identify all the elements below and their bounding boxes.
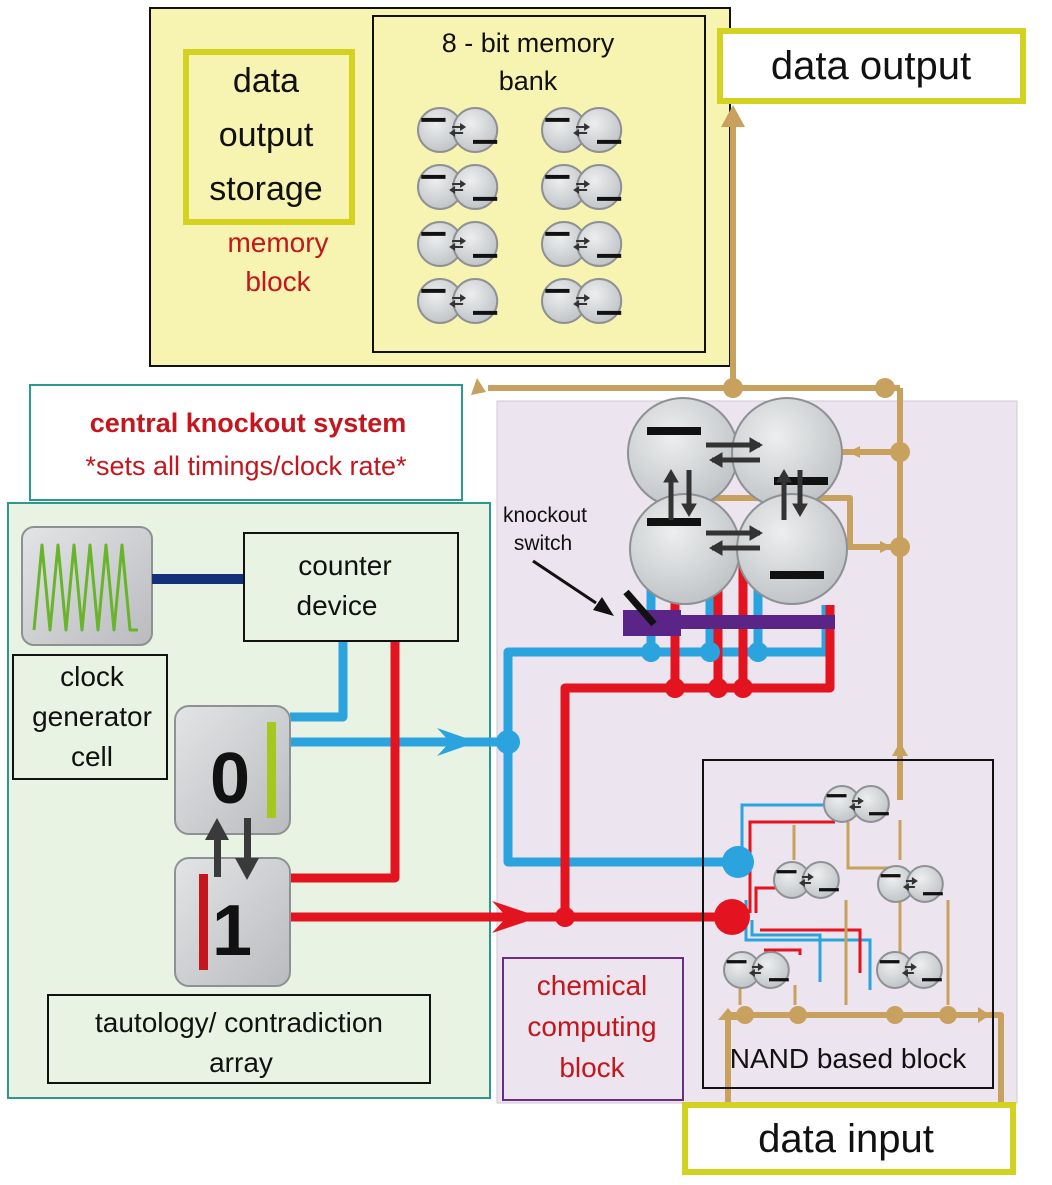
chemical-label-line-1: chemical xyxy=(537,970,647,1001)
tautology-label-line-2: array xyxy=(209,1047,273,1078)
state-zero-digit: 0 xyxy=(210,739,250,819)
nand-internal-wires xyxy=(738,803,950,1005)
data-output-label: data output xyxy=(771,44,971,88)
knockout-title-box xyxy=(29,384,463,501)
clock-label-line-2: generator xyxy=(32,701,152,732)
tautology-label-line-1: tautology/ contradiction xyxy=(95,1007,383,1038)
chemical-label-line-2: computing xyxy=(527,1011,656,1042)
storage-frame xyxy=(183,49,355,225)
counter-label-line-1: counter xyxy=(298,550,391,581)
storage-label-line-3: storage xyxy=(209,170,322,208)
data-wire-arrowheads xyxy=(471,105,990,1023)
state-zero-tile xyxy=(174,705,291,835)
tautology-label-box xyxy=(47,994,431,1084)
switch-label-line-1: knockout xyxy=(503,504,587,527)
nand-gate-cell xyxy=(773,861,840,899)
switch-label-line-2: switch xyxy=(514,532,572,555)
knockout-switch-lever xyxy=(623,589,657,627)
state-toggle-arrows xyxy=(205,818,259,880)
chemical-label-box xyxy=(502,957,684,1101)
memory-bit-cell xyxy=(417,164,499,210)
nand-gate-cell xyxy=(723,951,790,989)
storage-label-line-1: data xyxy=(233,62,299,100)
nand-gate-cell xyxy=(877,865,944,903)
data-input-box xyxy=(682,1102,1016,1175)
nand-block-frame xyxy=(702,759,994,1089)
knockout-switch-pointer-head xyxy=(593,597,614,616)
clock-label-box xyxy=(12,654,168,780)
memory-bank-frame xyxy=(372,15,706,353)
state-one-digit: 1 xyxy=(212,891,252,971)
knockout-subtitle: *sets all timings/clock rate* xyxy=(85,451,407,481)
memory-bit-cell xyxy=(541,107,623,153)
memory-block-label-line-1: memory xyxy=(227,227,328,258)
central-cell-cluster xyxy=(627,397,848,605)
data-input-label: data input xyxy=(758,1117,934,1161)
storage-label-line-2: output xyxy=(219,116,314,154)
signal-nodes xyxy=(496,642,768,935)
zero-signal-chevron xyxy=(437,728,477,756)
memory-bit-cell xyxy=(541,278,623,324)
clock-waveform xyxy=(32,543,138,632)
memory-block-label-line-2: block xyxy=(245,266,311,297)
chemical-label-line-3: block xyxy=(559,1052,625,1083)
nand-gate-cell xyxy=(876,951,943,989)
state-zero-bar xyxy=(267,722,276,818)
memory-bit-cell xyxy=(417,278,499,324)
counter-device-box xyxy=(243,532,459,642)
nand-gate-cell xyxy=(823,785,890,823)
data-output-box xyxy=(717,28,1026,104)
memory-bit-cell xyxy=(541,221,623,267)
knockout-title: central knockout system xyxy=(90,408,407,438)
memory-bank-title-line-1: 8 - bit memory xyxy=(442,28,615,58)
nand-label: NAND based block xyxy=(730,1043,968,1074)
clock-label-line-1: clock xyxy=(60,661,125,692)
memory-bit-cell xyxy=(417,221,499,267)
counter-label-line-2: device xyxy=(297,590,378,621)
memory-bank-title-line-2: bank xyxy=(499,66,558,96)
nand-cell-group xyxy=(723,785,944,989)
clock-label-line-3: cell xyxy=(71,741,113,772)
memory-bit-cell xyxy=(417,107,499,153)
knockout-switch-pointer xyxy=(532,559,597,605)
memory-bit-grid xyxy=(417,107,623,324)
state-one-bar xyxy=(199,874,208,970)
memory-bit-cell xyxy=(541,164,623,210)
one-signal-chevron xyxy=(492,901,540,933)
